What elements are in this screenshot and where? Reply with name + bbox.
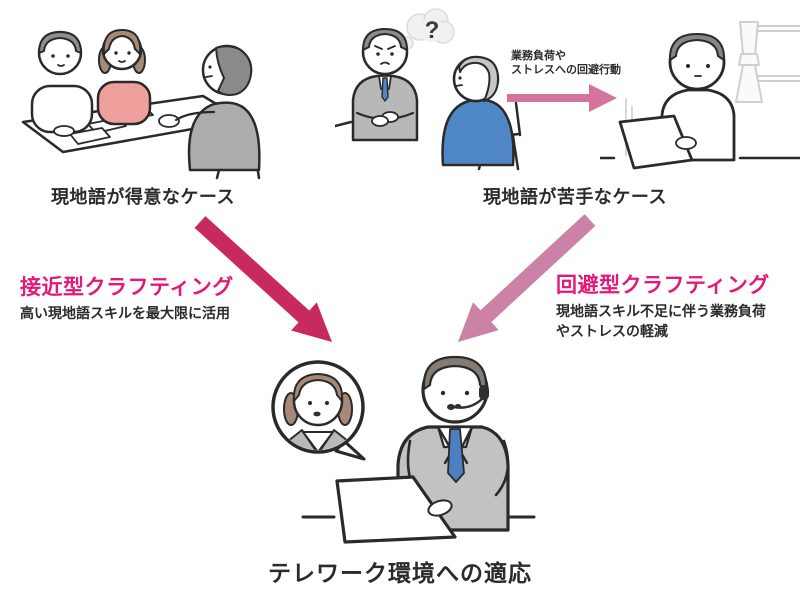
tie xyxy=(381,77,389,102)
mouth xyxy=(313,411,321,417)
person-manager-back xyxy=(158,44,261,180)
curtain-icon xyxy=(735,21,800,103)
avoidance-arrow-icon xyxy=(458,214,596,342)
hair xyxy=(215,45,253,96)
hair xyxy=(38,31,82,54)
paper xyxy=(69,127,111,145)
thought-bubble-icon: ? xyxy=(394,8,455,57)
person-employee-1 xyxy=(30,30,94,137)
person-expat-worker xyxy=(335,28,419,142)
description-approach-crafting: 高い現地語スキルを最大限に活用 xyxy=(20,305,230,321)
person-employee-2 xyxy=(96,29,152,126)
caption-telework-adaptation: テレワーク環境への適応 xyxy=(268,560,532,586)
hair xyxy=(458,56,499,102)
hair xyxy=(668,33,726,61)
person-remote-worker xyxy=(660,33,736,162)
hair xyxy=(292,373,344,402)
caption-struggling-case: 現地語が苦手なケース xyxy=(482,187,668,207)
description-avoidance-crafting: 現地語スキル不足に伴う業務負荷 やストレスの軽減 xyxy=(556,303,766,339)
heading-approach-crafting: 接近型クラフティング xyxy=(20,276,234,299)
consultation-illustration: ? xyxy=(335,8,522,171)
caption-fluent-case: 現地語が得意なケース xyxy=(50,187,236,207)
laptop-icon xyxy=(618,114,697,170)
headset-icon xyxy=(447,385,489,410)
hair xyxy=(362,28,408,51)
laptop-icon xyxy=(335,475,457,544)
person-listener-back xyxy=(441,55,522,171)
avoidance-behavior-arrow-icon xyxy=(507,84,617,112)
hand xyxy=(675,136,697,150)
behavior-arrow-label: 業務負荷や ストレスへの回避行動 xyxy=(511,50,621,76)
heading-avoidance-crafting: 回避型クラフティング xyxy=(556,274,770,297)
tie xyxy=(447,428,465,483)
solo-work-illustration xyxy=(600,21,800,170)
hair xyxy=(422,355,488,391)
question-mark: ? xyxy=(425,17,440,44)
hair xyxy=(102,29,142,55)
hand xyxy=(427,499,453,517)
telework-illustration xyxy=(271,355,536,544)
approach-arrow-icon xyxy=(194,216,332,342)
video-call-avatar xyxy=(271,360,366,461)
meeting-illustration xyxy=(21,29,261,180)
